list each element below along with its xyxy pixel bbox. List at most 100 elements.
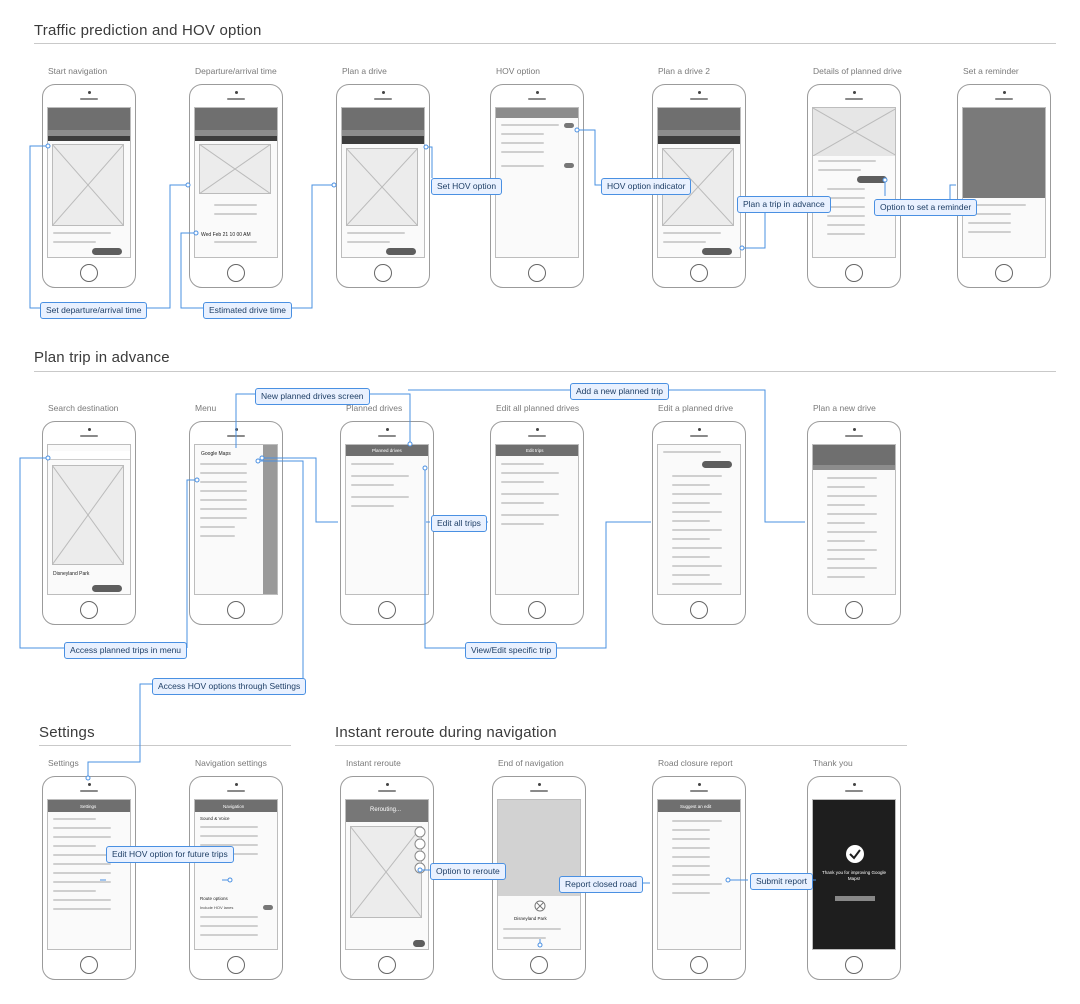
home-button: [530, 956, 548, 974]
edit-button[interactable]: [702, 461, 732, 468]
time-picker-selected[interactable]: Wed Feb 21 10 00 AM: [201, 232, 251, 238]
home-button: [528, 601, 546, 619]
screen-set-reminder: [962, 107, 1046, 258]
navigation-title: Navigation: [223, 804, 245, 809]
arrival-actions[interactable]: [503, 928, 575, 946]
hov-toggle[interactable]: [263, 905, 273, 910]
home-button: [80, 956, 98, 974]
screen-planned-drives: Planned drives: [345, 444, 429, 595]
done-button[interactable]: [835, 896, 875, 901]
planned-drive-list[interactable]: [351, 463, 423, 514]
phone-menu: Menu Google Maps: [189, 403, 283, 625]
earpiece: [374, 98, 392, 100]
callout-new-planned-screen: New planned drives screen: [255, 388, 370, 405]
screen-label: Settings: [48, 758, 79, 768]
earpiece: [378, 790, 396, 792]
time-picker-more: [200, 241, 272, 250]
screen-label: Thank you: [813, 758, 853, 768]
home-button: [374, 264, 392, 282]
phone-plan-new: Plan a new drive: [807, 403, 901, 625]
screen-thank-you: Thank you for improving Google Maps!: [812, 799, 896, 950]
phone-settings: Settings Settings: [42, 758, 136, 980]
screen-label: Navigation settings: [195, 758, 267, 768]
plan-button[interactable]: [702, 248, 732, 255]
screen-label: Plan a drive 2: [658, 66, 710, 76]
screen-departure-time: Wed Feb 21 10 00 AM: [194, 107, 278, 258]
screen-label: Search destination: [48, 403, 119, 413]
home-button: [227, 601, 245, 619]
screen-label: Departure/arrival time: [195, 66, 277, 76]
screen-label: Start navigation: [48, 66, 108, 76]
hov-toggle[interactable]: [564, 123, 574, 128]
check-icon: [846, 845, 864, 863]
camera-dot: [385, 783, 389, 786]
earpiece: [80, 98, 98, 100]
menu-items[interactable]: [200, 463, 259, 544]
search-bar[interactable]: [48, 451, 130, 460]
camera-dot: [852, 783, 856, 786]
suggest-edit-title: Suggest an edit: [680, 804, 712, 809]
route-options-header: [496, 108, 578, 118]
section-divider: [34, 371, 1056, 372]
phone-instant-reroute: Instant reroute Rerouting...: [340, 758, 434, 980]
map-placeholder: [346, 148, 418, 226]
phone-road-closure: Road closure report Suggest an edit: [652, 758, 746, 980]
earpiece: [690, 98, 708, 100]
phone-plan-drive: Plan a drive: [336, 66, 430, 288]
settings-list[interactable]: [53, 818, 125, 917]
home-button: [80, 601, 98, 619]
planned-drives-header: [346, 445, 428, 456]
reroute-option-icons[interactable]: [414, 826, 426, 874]
search-header: [813, 445, 895, 465]
screen-edit-planned: [657, 444, 741, 595]
screen-label: Menu: [195, 403, 217, 413]
earpiece: [845, 98, 863, 100]
avoid-options[interactable]: [200, 916, 272, 943]
depart-bar: [195, 136, 277, 141]
trip-edit-list[interactable]: [501, 463, 573, 532]
earpiece: [227, 435, 245, 437]
plan-button[interactable]: [386, 248, 416, 255]
exit-button[interactable]: [413, 940, 425, 947]
camera-dot: [234, 428, 238, 431]
mode-tabs: [658, 130, 740, 136]
suggestion-list[interactable]: [827, 477, 890, 585]
screen-label: Plan a new drive: [813, 403, 876, 413]
callout-edit-all-trips: Edit all trips: [431, 515, 487, 532]
camera-dot: [1002, 91, 1006, 94]
home-button: [227, 264, 245, 282]
route-options-list: [501, 124, 573, 174]
reminder-sheet: [968, 204, 1040, 240]
home-button: [378, 601, 396, 619]
screen-start-navigation: [47, 107, 131, 258]
destination-icon: [534, 900, 546, 912]
closure-form[interactable]: [672, 820, 735, 901]
camera-dot: [87, 91, 91, 94]
earpiece: [995, 98, 1013, 100]
mode-tabs: [195, 130, 277, 136]
start-button[interactable]: [92, 248, 122, 255]
earpiece: [378, 435, 396, 437]
menu-title: Google Maps: [201, 451, 231, 457]
phone-details-planned: Details of planned drive: [807, 66, 902, 288]
camera-dot: [381, 91, 385, 94]
screen-label: HOV option: [496, 66, 540, 76]
plan-button[interactable]: [857, 176, 887, 183]
edit-trips-title: Edit trips: [526, 448, 544, 453]
remember-settings-toggle[interactable]: [564, 163, 574, 168]
depart-bar: [48, 136, 130, 141]
home-button: [227, 956, 245, 974]
earpiece: [227, 790, 245, 792]
earpiece: [845, 435, 863, 437]
sound-voice-heading: Sound & Voice: [200, 816, 230, 821]
directions-button[interactable]: [92, 585, 122, 592]
camera-dot: [234, 91, 238, 94]
home-button: [845, 956, 863, 974]
home-button: [690, 601, 708, 619]
callout-access-planned-menu: Access planned trips in menu: [64, 642, 188, 659]
screen-menu: Google Maps: [194, 444, 278, 595]
time-picker[interactable]: [200, 204, 272, 222]
edit-trips-header: [496, 445, 578, 456]
screen-settings: Settings: [47, 799, 131, 950]
section-title-advance: Plan trip in advance: [34, 349, 170, 366]
